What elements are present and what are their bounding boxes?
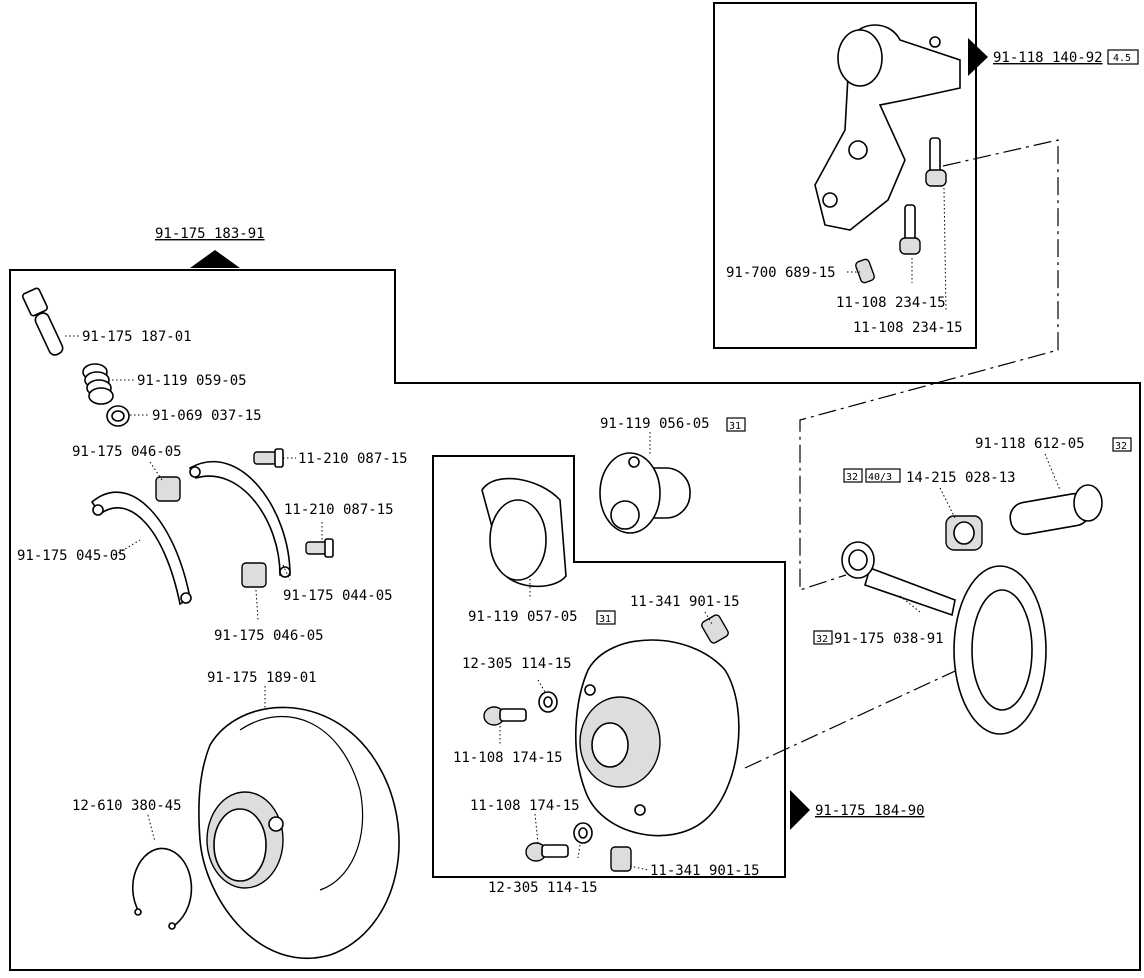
screw-mid-lower-icon xyxy=(525,842,569,862)
screw-upper-icon xyxy=(253,448,284,468)
lever-part-icon xyxy=(814,24,961,231)
dash-dot-leader-top xyxy=(799,139,1059,591)
part-label-spring: 91-119 059-05 xyxy=(137,373,247,389)
part-label-washer-lower: 12-305 114-15 xyxy=(488,880,598,896)
top-right-badge: 4.5 xyxy=(1113,53,1131,64)
part-label-carrier-disc: 91-175 189-01 xyxy=(207,670,317,686)
badge-32-b: 32 xyxy=(846,472,858,483)
badge-box-32-a xyxy=(1112,437,1132,452)
screw-tr-left-icon xyxy=(899,204,921,255)
mid-assembly-label: 91-175 184-90 xyxy=(815,803,925,819)
part-label-washer: 91-069 037-15 xyxy=(152,408,262,424)
part-label-screw-tr-left: 11-108 234-15 xyxy=(836,295,946,311)
small-spring-part-icon xyxy=(855,258,875,284)
top-right-assembly-marker-icon xyxy=(968,38,988,76)
left-assembly-frame xyxy=(9,269,1141,971)
part-label-retaining-ring: 12-610 380-45 xyxy=(72,798,182,814)
collar-part-icon xyxy=(481,477,567,588)
left-assembly-marker-icon xyxy=(190,250,240,268)
crank-pin-part-icon xyxy=(1009,484,1103,536)
toothed-segment-right-icon xyxy=(188,460,291,578)
part-label-bushing-upper: 91-175 046-05 xyxy=(72,444,182,460)
part-label-screw-tr-right: 11-108 234-15 xyxy=(853,320,963,336)
badge-32-c: 32 xyxy=(816,634,828,645)
part-label-connecting-rod: 91-175 038-91 xyxy=(834,631,944,647)
part-label-small-spring: 91-700 689-15 xyxy=(726,265,836,281)
bushing-upper-icon xyxy=(155,476,181,502)
part-label-set-screw-lower: 11-341 901-15 xyxy=(650,863,760,879)
part-label-needle-bearing: 14-215 028-13 xyxy=(906,470,1016,486)
badge-box-32-c xyxy=(813,630,833,645)
badge-31-a: 31 xyxy=(729,421,741,432)
needle-bearing-part-icon xyxy=(945,515,983,551)
part-label-segment-right: 91-175 044-05 xyxy=(283,588,393,604)
washer-part-icon xyxy=(106,405,130,427)
washer-lower-icon xyxy=(573,822,593,844)
part-label-screw-mid-upper: 11-108 174-15 xyxy=(453,750,563,766)
leader-lines xyxy=(65,187,1061,871)
badge-box-32-b xyxy=(843,468,863,483)
mid-assembly-marker-icon xyxy=(790,790,810,830)
bushing-lower-icon xyxy=(241,562,267,588)
part-label-eccentric: 91-119 056-05 xyxy=(600,416,710,432)
badge-box-31-b xyxy=(596,610,616,625)
left-assembly-label: 91-175 183-91 xyxy=(155,226,265,242)
part-label-segment-left: 91-175 045-05 xyxy=(17,548,127,564)
part-label-pin: 91-175 187-01 xyxy=(82,329,192,345)
washer-upper-icon xyxy=(538,691,558,713)
screw-lower-icon xyxy=(305,538,334,558)
connecting-rod-part-icon xyxy=(841,541,1047,735)
part-label-screw-lower: 11-210 087-15 xyxy=(284,502,394,518)
badge-31-b: 31 xyxy=(599,614,611,625)
part-label-screw-mid-lower: 11-108 174-15 xyxy=(470,798,580,814)
badge-box-40 xyxy=(865,468,901,483)
part-label-set-screw-upper: 11-341 901-15 xyxy=(630,594,740,610)
eccentric-disc-part-icon xyxy=(574,639,740,837)
part-label-crank-pin: 91-118 612-05 xyxy=(975,436,1085,452)
pin-part-icon xyxy=(21,287,64,356)
badge-40: 40/3 xyxy=(868,472,892,483)
part-label-screw-upper: 11-210 087-15 xyxy=(298,451,408,467)
part-label-collar: 91-119 057-05 xyxy=(468,609,578,625)
set-screw-lower-icon xyxy=(610,846,632,872)
spring-part-icon xyxy=(82,363,114,405)
eccentric-part-icon xyxy=(599,452,691,534)
top-right-badge-box xyxy=(1107,49,1139,65)
screw-tr-right-icon xyxy=(925,137,947,187)
top-right-assembly-label: 91-118 140-92 xyxy=(993,50,1103,66)
badge-box-31-a xyxy=(726,417,746,432)
carrier-disc-part-icon xyxy=(198,706,400,960)
dash-dot-leader-mid xyxy=(744,647,1006,769)
retaining-ring-part-icon xyxy=(131,847,193,930)
set-screw-upper-icon xyxy=(701,614,729,644)
part-label-bushing-lower: 91-175 046-05 xyxy=(214,628,324,644)
screw-mid-upper-icon xyxy=(483,706,527,726)
badge-32-a: 32 xyxy=(1115,441,1127,452)
toothed-segment-left-icon xyxy=(90,491,192,606)
top-right-assembly-frame xyxy=(713,2,977,349)
part-label-washer-upper: 12-305 114-15 xyxy=(462,656,572,672)
mid-assembly-frame xyxy=(432,455,786,878)
